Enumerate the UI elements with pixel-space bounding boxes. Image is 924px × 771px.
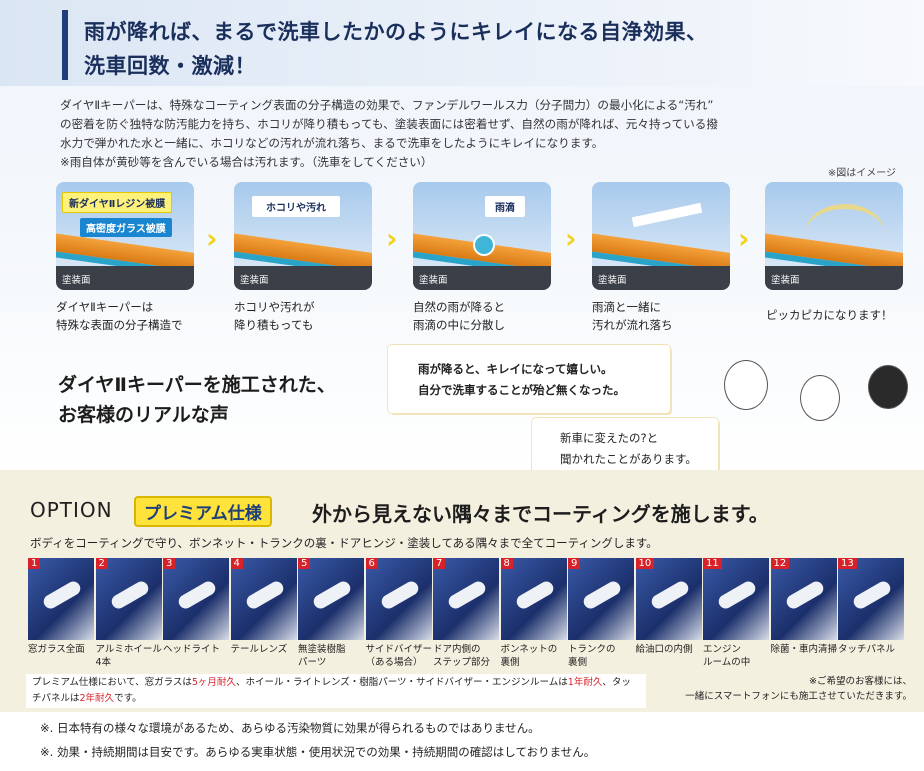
coating-area-photo: 9 [568, 558, 634, 640]
coating-area-label: ヘッドライト [163, 644, 221, 655]
chevron-right-icon: › [206, 222, 218, 255]
coating-area-label: 除菌・車内清掃 [770, 644, 838, 655]
raindrop-tag: 雨滴 [485, 196, 525, 217]
option-subtitle: ボディをコーティングで守り、ボンネット・トランクの裏・ドアヒンジ・塗装してある隅… [30, 536, 658, 550]
intro-note: ※雨自体が黄砂等を含んでいる場合は汚れます。（洗車をしてください） [60, 155, 433, 169]
coating-area-photo: 10 [635, 558, 702, 640]
item-number: 2 [95, 558, 108, 569]
coating-area-photo: 12 [770, 558, 837, 640]
item-number: 6 [365, 558, 378, 569]
coating-area-label: タッチパネル [838, 644, 896, 655]
diagram-step-1: 新ダイヤⅡレジン被膜 高密度ガラス被膜 塗装面 [56, 182, 194, 290]
hero-title-line2: 洗車回数・激減！ [84, 54, 256, 78]
raindrop-icon [473, 234, 495, 256]
item-number: 8 [500, 558, 513, 569]
item-number: 3 [163, 558, 176, 569]
coating-area-label: トランクの裏側 [568, 644, 616, 668]
coating-area-label: エンジンルームの中 [703, 644, 751, 668]
item-number: 4 [230, 558, 243, 569]
option-label: OPTION [30, 498, 113, 522]
diagram-step-2: ホコリや汚れ 塗装面 [234, 182, 372, 290]
intro-line: 水力で弾かれた水と一緒に、ホコリなどの汚れが流れ落ち、まるで洗車をしたようにキレ… [60, 136, 604, 150]
item-number: 9 [568, 558, 581, 569]
chevron-right-icon: › [565, 222, 577, 255]
footer-note-2: ※. 効果・持続期間は目安です。あらゆる実車状態・使用状況での効果・持続期間の確… [40, 745, 596, 759]
premium-badge: プレミアム仕様 [134, 496, 272, 527]
coating-area-photo: 7 [433, 558, 499, 640]
coating-area-photo: 5 [298, 558, 364, 640]
option-title: 外から見えない隅々までコーティングを施します。 [312, 502, 769, 526]
coating-area-label: 窓ガラス全面 [28, 644, 85, 655]
step-caption: ピッカピカになります！ [766, 308, 893, 322]
speech-bubble-1: 雨が降ると、キレイになって嬉しい。 自分で洗車することが殆ど無くなった。 [388, 345, 670, 413]
item-number: 12 [770, 558, 790, 569]
coating-area-photo: 8 [500, 558, 567, 640]
chevron-right-icon: › [738, 222, 750, 255]
voices-title-line2: お客様のリアルな声 [58, 404, 229, 426]
item-number: 1 [28, 558, 41, 569]
resin-tag: 新ダイヤⅡレジン被膜 [62, 192, 173, 213]
customer-illustration-man [724, 360, 768, 410]
diagram-step-5: 塗装面 [765, 182, 903, 290]
coating-area-photo: 11 [703, 558, 769, 640]
coating-area-label: 給油口の内側 [635, 644, 693, 655]
glass-tag: 高密度ガラス被膜 [80, 218, 172, 237]
item-number: 11 [703, 558, 722, 569]
step-caption: 自然の雨が降ると雨滴の中に分散し [413, 300, 505, 332]
image-note: ※図はイメージ [827, 168, 896, 179]
coating-area-label: テールレンズ [230, 644, 288, 655]
dust-tag: ホコリや汚れ [252, 196, 340, 217]
paint-label: 塗装面 [771, 275, 800, 286]
footer-note-1: ※. 日本特有の様々な環境があるため、あらゆる汚染物質に効果が得られるものではあ… [40, 721, 540, 735]
hero-banner: 雨が降れば、まるで洗車したかのようにキレイになる自浄効果、 洗車回数・激減！ [0, 0, 924, 86]
diagram-step-3: 雨滴 塗装面 [413, 182, 551, 290]
smartphone-note: ※ご希望のお客様には、一緒にスマートフォンにも施工させていただきます。 [685, 676, 912, 702]
paint-label: 塗装面 [240, 275, 269, 286]
coating-area-photo: 3 [163, 558, 229, 640]
voices-title-line1: ダイヤⅡキーパーを施工された、 [58, 374, 336, 396]
customer-illustration-father [868, 365, 908, 409]
diagram-step-4: 塗装面 [592, 182, 730, 290]
coating-area-label: ボンネットの裏側 [500, 644, 558, 668]
coating-area-photo: 13 [838, 558, 904, 640]
arrow-right-icon [631, 202, 703, 228]
paint-label: 塗装面 [419, 275, 448, 286]
coating-area-label: サイドバイザー（ある場合） [365, 644, 433, 668]
rainbow-icon [805, 204, 885, 264]
coating-area-photo: 6 [365, 558, 432, 640]
item-number: 5 [298, 558, 311, 569]
coating-area-photo: 2 [95, 558, 162, 640]
durability-note: プレミアム仕様において、窓ガラスは5ヶ月耐久、ホイール・ライトレンズ・樹脂パーツ… [26, 674, 646, 708]
paint-label: 塗装面 [598, 275, 627, 286]
customer-illustration-woman [800, 375, 840, 421]
item-number: 13 [838, 558, 857, 569]
accent-bar [62, 10, 68, 80]
coating-area-photo: 4 [230, 558, 297, 640]
step-caption: ホコリや汚れが降り積もっても [234, 300, 315, 332]
intro-line: の密着を防ぐ独特な防汚能力を持ち、ホコリが降り積もっても、塗装表面には密着せず、… [60, 117, 718, 131]
item-number: 10 [635, 558, 655, 569]
coating-area-label: ドア内側のステップ部分 [433, 644, 491, 668]
coating-area-photo: 1 [28, 558, 94, 640]
step-caption: 雨滴と一緒に汚れが流れ落ち [592, 300, 673, 332]
speech-bubble-2: 新車に変えたの?と 聞かれたことがあります。 [532, 418, 718, 478]
paint-label: 塗装面 [62, 275, 91, 286]
step-caption: ダイヤⅡキーパーは特殊な表面の分子構造で [56, 300, 183, 332]
item-number: 7 [433, 558, 446, 569]
chevron-right-icon: › [386, 222, 398, 255]
intro-line: ダイヤⅡキーパーは、特殊なコーティング表面の分子構造の効果で、ファンデルワールス… [60, 98, 714, 112]
intro-paragraph: ダイヤⅡキーパーは、特殊なコーティング表面の分子構造の効果で、ファンデルワールス… [60, 96, 820, 172]
coating-area-label: 無塗装樹脂パーツ [298, 644, 346, 668]
hero-title-line1: 雨が降れば、まるで洗車したかのようにキレイになる自浄効果、 [84, 20, 708, 44]
